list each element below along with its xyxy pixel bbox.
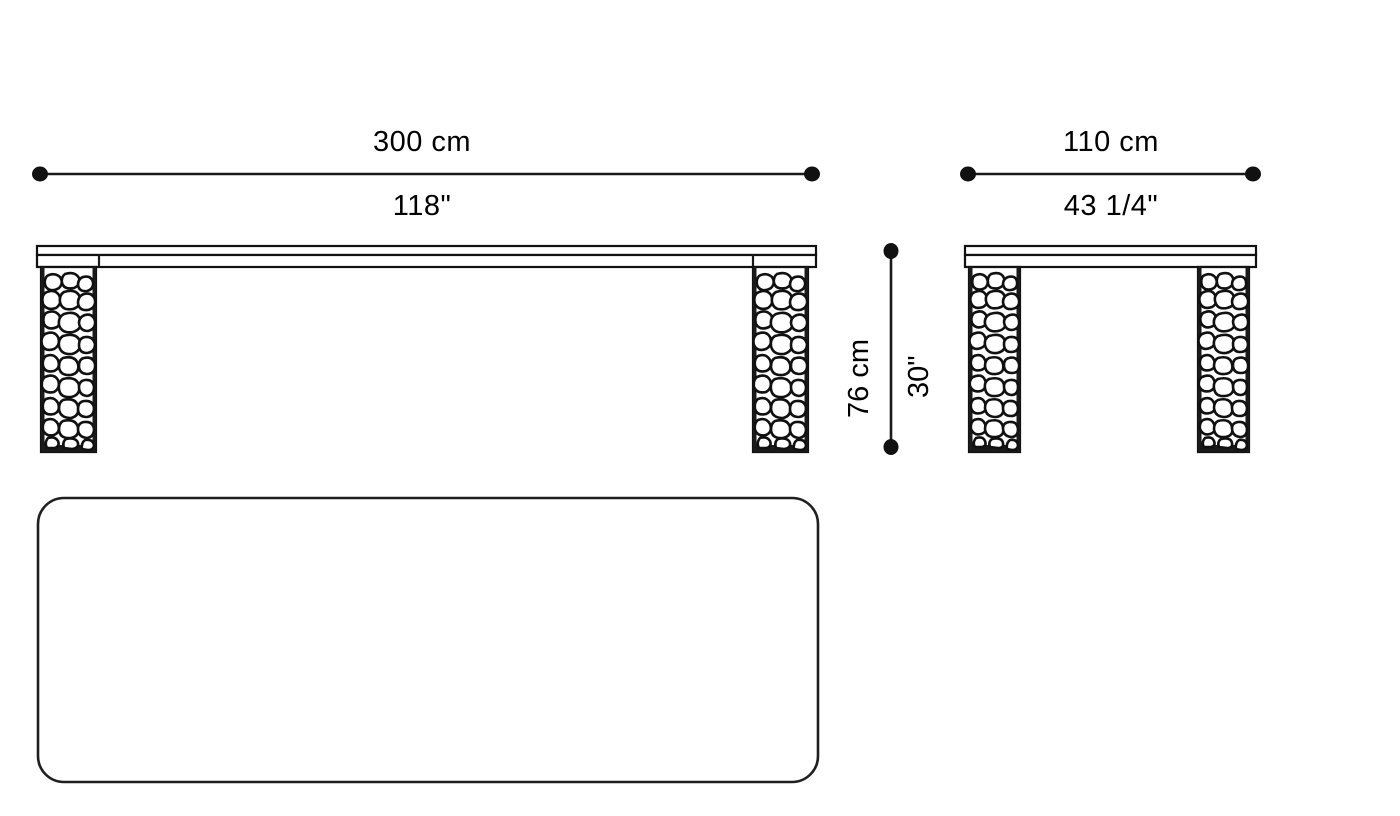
side-elevation-view bbox=[963, 244, 1258, 454]
width-metric-label: 300 cm bbox=[372, 126, 472, 158]
side-leg-left bbox=[967, 265, 1022, 454]
depth-dimension-line bbox=[960, 166, 1261, 182]
front-leg-left bbox=[39, 265, 98, 454]
front-leg-right bbox=[751, 265, 810, 454]
depth-imperial-label: 43 1/4" bbox=[1063, 190, 1159, 222]
front-elevation-view bbox=[35, 244, 818, 454]
depth-metric-label: 110 cm bbox=[1063, 126, 1159, 158]
side-table-top bbox=[963, 244, 1258, 269]
width-imperial-label: 118" bbox=[392, 190, 452, 222]
width-dimension-line bbox=[32, 166, 820, 182]
height-dimension-line bbox=[883, 243, 899, 455]
front-table-top bbox=[35, 244, 818, 269]
side-leg-right bbox=[1196, 265, 1251, 454]
plan-view bbox=[36, 496, 820, 784]
